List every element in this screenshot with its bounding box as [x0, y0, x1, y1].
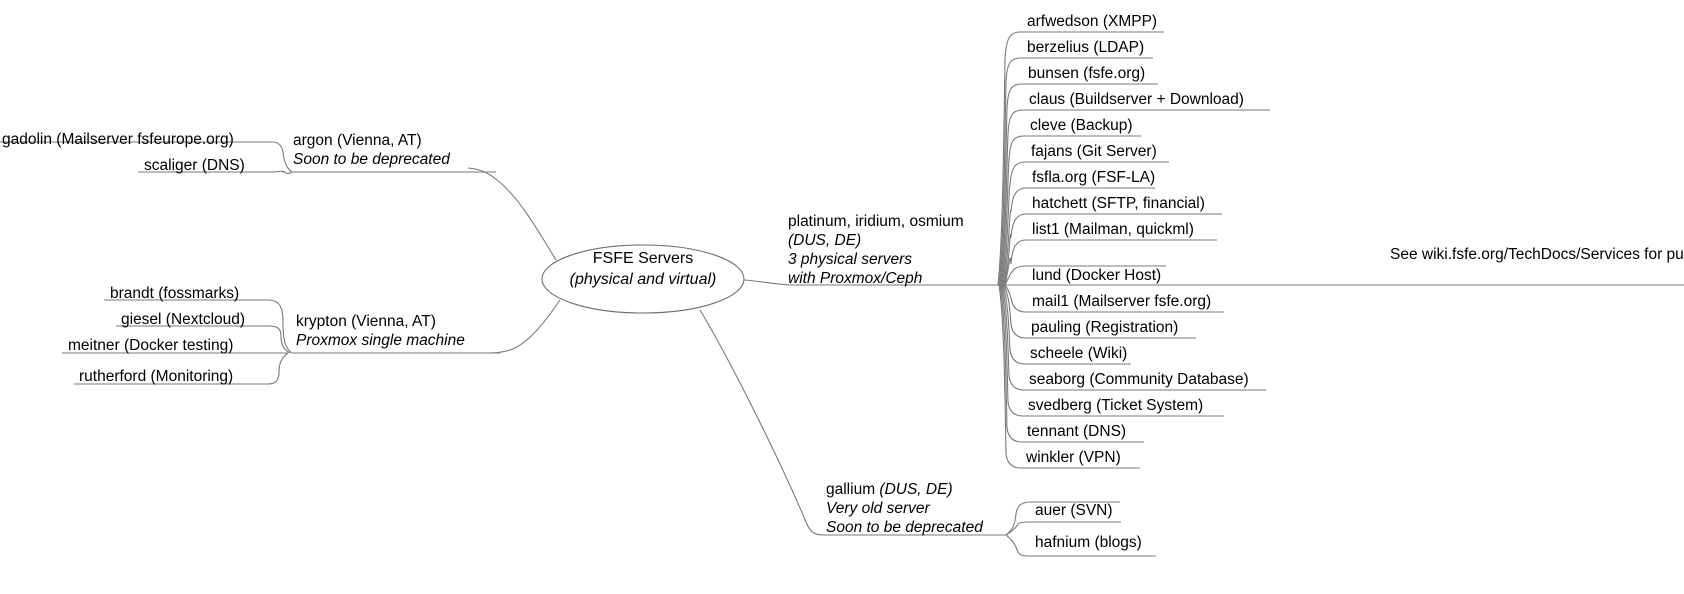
leaf-lund[interactable]: lund (Docker Host) [1032, 267, 1162, 284]
central-node-subtitle: (physical and virtual) [569, 271, 717, 288]
branch-gallium-note2: Soon to be deprecated [826, 519, 983, 536]
branch-platinum[interactable]: platinum, iridium, osmium (DUS, DE) 3 ph… [788, 212, 964, 288]
branch-argon[interactable]: argon (Vienna, AT) Soon to be deprecated [293, 131, 450, 169]
branch-gallium-label: gallium [826, 481, 876, 498]
branch-platinum-label: platinum, iridium, osmium [788, 213, 964, 230]
leaf-tennant[interactable]: tennant (DNS) [1027, 423, 1127, 440]
leaf-bunsen[interactable]: bunsen (fsfe.org) [1028, 65, 1146, 82]
leaf-gadolin[interactable]: gadolin (Mailserver fsfeurope.org) [2, 131, 234, 148]
leaf-list1[interactable]: list1 (Mailman, quickml) [1032, 221, 1194, 238]
side-note-line1: See wiki.fsfe.org/TechDocs/Services [1390, 246, 1640, 263]
branch-platinum-note2: 3 physical servers [788, 251, 913, 268]
branch-krypton-note: Proxmox single machine [296, 332, 465, 349]
side-note-line2: for public containers [1644, 246, 1684, 263]
branch-argon-note: Soon to be deprecated [293, 151, 450, 168]
branch-gallium[interactable]: gallium (DUS, DE) Very old server Soon t… [826, 480, 983, 537]
branch-krypton-label: krypton (Vienna, AT) [296, 313, 436, 330]
leaf-pauling[interactable]: pauling (Registration) [1031, 319, 1179, 336]
leaf-arfwedson[interactable]: arfwedson (XMPP) [1027, 13, 1158, 30]
leaf-winkler[interactable]: winkler (VPN) [1026, 449, 1121, 466]
link-central-krypton [485, 299, 561, 354]
link-central-argon [467, 167, 557, 261]
leaf-berzelius[interactable]: berzelius (LDAP) [1027, 39, 1145, 56]
central-node[interactable]: FSFE Servers (physical and virtual) [543, 248, 743, 290]
side-note: See wiki.fsfe.org/TechDocs/Services for … [1390, 245, 1684, 265]
branch-gallium-header: gallium (DUS, DE) [826, 480, 983, 499]
central-node-title: FSFE Servers [592, 250, 694, 267]
leaf-fsfla[interactable]: fsfla.org (FSF-LA) [1032, 169, 1156, 186]
leaf-hatchett[interactable]: hatchett (SFTP, financial) [1032, 195, 1205, 212]
leaf-meitner[interactable]: meitner (Docker testing) [68, 337, 234, 354]
leaf-scaliger[interactable]: scaliger (DNS) [144, 157, 245, 174]
leaf-hafnium[interactable]: hafnium (blogs) [1035, 534, 1142, 551]
link-central-gallium [699, 309, 825, 536]
branch-platinum-note3: with Proxmox/Ceph [788, 270, 923, 287]
leaf-giesel[interactable]: giesel (Nextcloud) [121, 311, 246, 328]
leaf-scheele[interactable]: scheele (Wiki) [1030, 345, 1128, 362]
leaf-mail1[interactable]: mail1 (Mailserver fsfe.org) [1032, 293, 1212, 310]
leaf-rutherford[interactable]: rutherford (Monitoring) [79, 368, 234, 385]
leaf-fajans[interactable]: fajans (Git Server) [1031, 143, 1157, 160]
leaf-seaborg[interactable]: seaborg (Community Database) [1029, 371, 1249, 388]
leaf-cleve[interactable]: cleve (Backup) [1030, 117, 1133, 134]
branch-gallium-note1: Very old server [826, 500, 930, 517]
leaf-svedberg[interactable]: svedberg (Ticket System) [1028, 397, 1204, 414]
branch-argon-label: argon (Vienna, AT) [293, 132, 422, 149]
leaf-brandt[interactable]: brandt (fossmarks) [110, 285, 240, 302]
leaf-auer[interactable]: auer (SVN) [1035, 502, 1113, 519]
branch-gallium-location: (DUS, DE) [879, 481, 953, 498]
branch-platinum-location: (DUS, DE) [788, 232, 862, 249]
branch-krypton[interactable]: krypton (Vienna, AT) Proxmox single mach… [296, 312, 465, 350]
leaf-claus[interactable]: claus (Buildserver + Download) [1029, 91, 1244, 108]
